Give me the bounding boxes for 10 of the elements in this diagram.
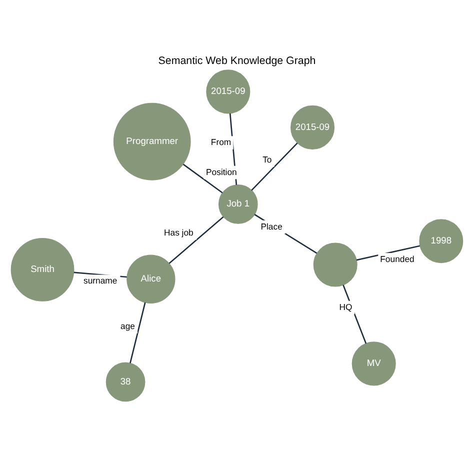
edge-label: Has job: [164, 226, 194, 237]
edge-label: Founded: [380, 253, 414, 264]
edge-label: surname: [84, 275, 118, 286]
edge-label: To: [262, 154, 272, 164]
edge-label: Position: [206, 166, 237, 176]
edge-label: Place: [260, 220, 282, 231]
edge-label: From: [210, 136, 232, 147]
edge-label: age: [120, 320, 135, 330]
diagram-title: Semantic Web Knowledge Graph: [158, 54, 316, 66]
edge-label: HQ: [339, 301, 352, 312]
